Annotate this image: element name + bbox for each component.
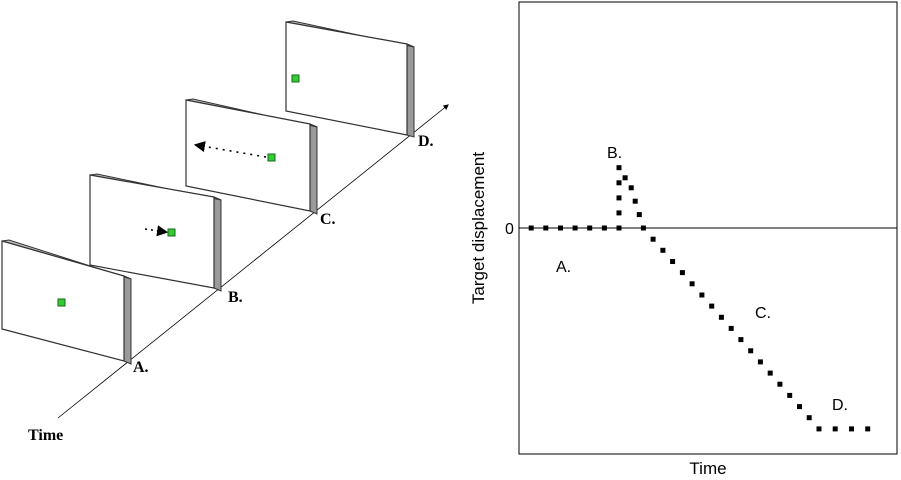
trace-dot-14	[636, 212, 642, 218]
trace-dot-33	[816, 426, 822, 432]
zero-tick-label: 0	[505, 221, 514, 238]
trace-dot-18	[670, 259, 676, 264]
screen-c: C.	[185, 98, 336, 228]
screen-a: A.	[1, 239, 149, 376]
trace-dot-36	[865, 426, 871, 432]
screen-sequence: Time D. C. B.	[1, 20, 449, 444]
trace-dot-10	[616, 165, 622, 171]
screen-a-label: A.	[133, 359, 149, 376]
trace-dot-17	[660, 247, 666, 253]
trace-dot-31	[797, 404, 802, 410]
screen-c-label: C.	[320, 211, 336, 228]
trace-dot-11	[622, 175, 628, 181]
target-square	[267, 153, 276, 162]
trace-dot-6	[616, 225, 622, 231]
trace-dot-12	[628, 185, 634, 191]
trace-dot-19	[679, 270, 685, 276]
segment-label-b: B.	[607, 145, 622, 162]
trace-dot-2	[558, 225, 563, 231]
trace-dot-15	[640, 225, 646, 231]
trace-dot-1	[543, 225, 549, 231]
trace-dot-30	[787, 392, 793, 398]
time-axis-label: Time	[28, 427, 63, 444]
trace-dot-23	[718, 314, 724, 320]
trace-dot-7	[616, 210, 622, 216]
trace-dot-35	[849, 426, 854, 432]
trace-dot-5	[601, 225, 607, 231]
trace-dot-25	[738, 337, 744, 343]
x-axis-title: Time	[689, 459, 726, 478]
screen-b: B.	[89, 173, 243, 306]
trace-dot-9	[616, 180, 622, 186]
trace-dot-28	[767, 370, 773, 376]
trace-dot-0	[528, 225, 534, 231]
trace-dot-8	[616, 195, 622, 201]
trace-dot-16	[650, 236, 656, 242]
leftward-motion-arrow	[193, 140, 267, 158]
trace-dot-3	[572, 225, 578, 231]
trace-dot-26	[748, 348, 754, 354]
trace-dot-13	[632, 198, 638, 204]
segment-label-c: C.	[755, 305, 771, 322]
target-square	[167, 228, 176, 237]
screen-b-label: B.	[228, 289, 243, 306]
displacement-trace	[528, 165, 871, 432]
trace-dot-32	[806, 415, 812, 421]
trace-dot-24	[728, 325, 734, 331]
time-axis-line	[57, 104, 449, 419]
trace-dot-29	[777, 381, 783, 387]
screen-d-label: D.	[418, 133, 434, 150]
target-square	[57, 298, 66, 307]
y-axis-title: Target displacement	[469, 152, 488, 304]
displacement-chart: 0 Time Target displacement A. B. C. D.	[469, 1, 898, 478]
trace-dot-22	[709, 303, 715, 309]
trace-dot-21	[699, 292, 705, 298]
target-square	[291, 74, 300, 83]
trace-dot-27	[757, 359, 763, 365]
trace-dot-34	[832, 426, 838, 432]
trace-dot-4	[587, 225, 593, 231]
segment-label-d: D.	[832, 397, 848, 414]
screen-d: D.	[285, 20, 434, 150]
trace-dot-20	[689, 281, 695, 287]
segment-label-a: A.	[556, 259, 571, 276]
